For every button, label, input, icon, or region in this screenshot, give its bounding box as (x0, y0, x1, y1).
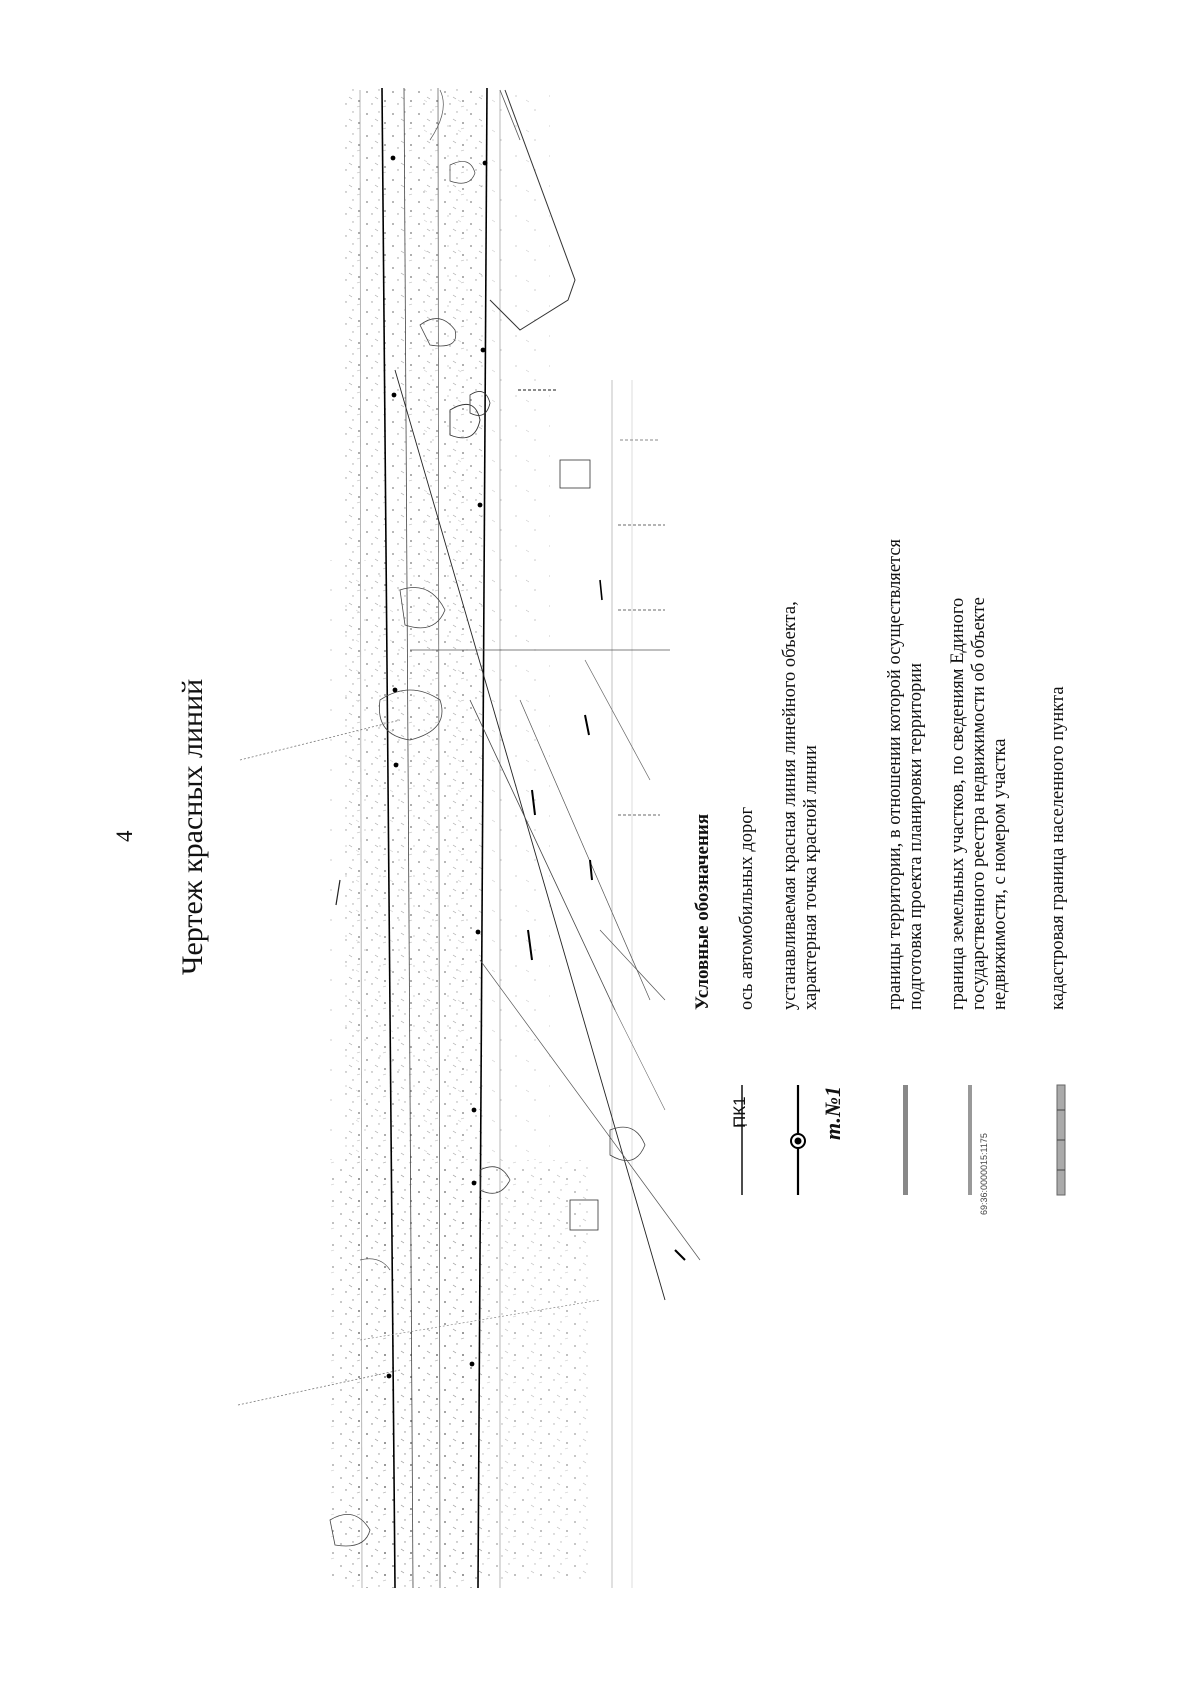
legend-item-road-axis: ось автомобильных дорог (737, 807, 758, 1010)
legend-item-territory-boundary: границы территории, в отношении которой … (885, 539, 927, 1010)
legend-item-text: граница земельных участков, по сведениям… (948, 597, 968, 1010)
legend-item-text: недвижимости, с номером участка (990, 738, 1010, 1010)
legend-item-parcel-boundary: граница земельных участков, по сведениям… (948, 597, 1011, 1010)
legend-item-text: устанавливаемая красная линия линейного … (780, 601, 800, 1010)
legend-item-text: характерная точка красной линии (801, 745, 821, 1010)
drawing-title: Чертеж красных линий (176, 678, 209, 975)
legend-heading: Условные обозначения (692, 813, 713, 1010)
legend-item-text: ось автомобильных дорог (737, 806, 757, 1010)
legend-item-red-line: устанавливаемая красная линия линейного … (780, 601, 822, 1010)
legend-item-text: границы территории, в отношении которой … (885, 538, 905, 1010)
legend-symbols (737, 1084, 1066, 1196)
legend-symbol-label-cadastral: 69:36:0000015:1175 (979, 1133, 989, 1215)
legend-item-text: кадастровая граница населенного пункта (1048, 686, 1068, 1010)
map-area (237, 87, 701, 1589)
legend-symbol-label-point: т.№1 (820, 1085, 845, 1140)
legend-item-settlement-boundary: кадастровая граница населенного пункта (1048, 686, 1069, 1010)
legend-symbol-label-pk: ПК1 (730, 1096, 749, 1128)
legend-item-text: подготовка проекта планировки территории (906, 663, 926, 1010)
page-number: 4 (112, 830, 137, 843)
legend-item-text: государственного реестра недвижимости об… (969, 597, 989, 1010)
